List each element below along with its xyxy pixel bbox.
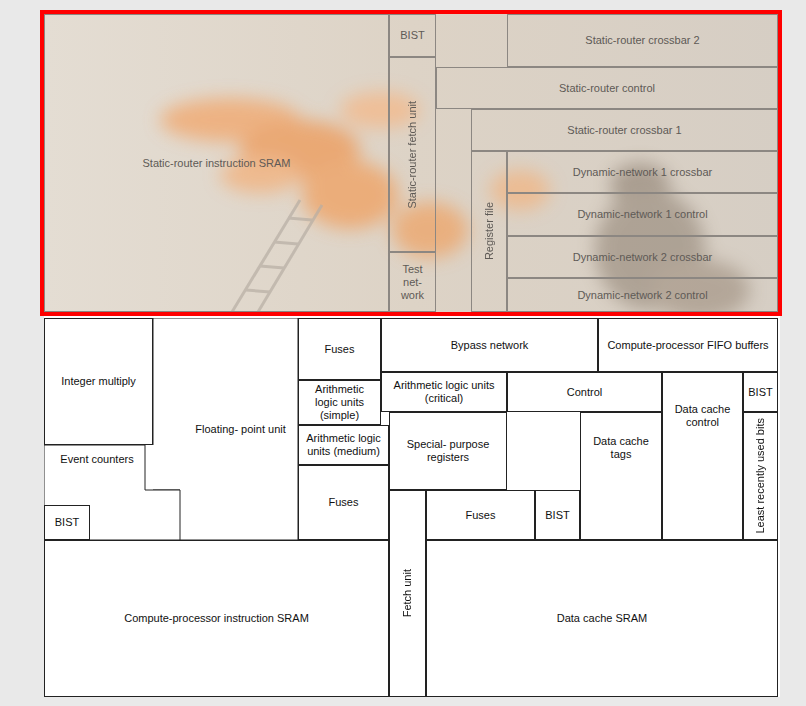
floorplan-block: Special- purpose registers bbox=[389, 412, 507, 490]
floorplan-block: Data cache tags bbox=[580, 412, 662, 540]
floorplan-block: Data cache SRAM bbox=[426, 540, 778, 697]
floorplan-block: Static-router fetch unit bbox=[389, 57, 436, 252]
floorplan-block: Bypass network bbox=[381, 318, 598, 372]
floorplan-block: Arithmetic logic units (critical) bbox=[381, 372, 507, 412]
block-label: Arithmetic logic units (simple) bbox=[300, 383, 379, 422]
block-label: Register file bbox=[483, 199, 496, 263]
block-label: Fetch unit bbox=[401, 566, 414, 620]
floorplan-block: Dynamic-network 2 control bbox=[507, 278, 778, 312]
block-label: Dynamic-network 1 control bbox=[574, 208, 710, 221]
floorplan-block: BIST bbox=[743, 372, 778, 412]
block-label: Static-router crossbar 2 bbox=[582, 34, 702, 47]
floorplan-block: Control bbox=[507, 372, 662, 412]
block-label: Event counters bbox=[57, 453, 136, 466]
floorplan-block: Least recently used bits bbox=[743, 412, 778, 540]
floorplan-block: Static-router instruction SRAM bbox=[44, 14, 389, 312]
block-label: Static-router instruction SRAM bbox=[140, 157, 294, 170]
block-label: Compute-processor instruction SRAM bbox=[121, 612, 312, 625]
floorplan-block: Fuses bbox=[298, 465, 389, 540]
block-label: Dynamic-network 2 control bbox=[574, 289, 710, 302]
block-label: Integer multiply bbox=[58, 375, 139, 388]
block-label: Fuses bbox=[322, 343, 358, 356]
floorplan-block: Static-router control bbox=[436, 67, 778, 109]
block-label: Compute-processor FIFO buffers bbox=[604, 339, 771, 352]
block-label: Special- purpose registers bbox=[391, 438, 505, 464]
floorplan-block: Fuses bbox=[426, 490, 535, 540]
block-label: Data cache tags bbox=[582, 435, 660, 461]
highlight-frame bbox=[42, 12, 780, 314]
floorplan-block: Fuses bbox=[298, 318, 381, 380]
floorplan-block: Static-router crossbar 2 bbox=[507, 14, 778, 67]
block-label: Dynamic-network 2 crossbar bbox=[570, 251, 715, 264]
block-label: Static-router fetch unit bbox=[406, 98, 419, 212]
floorplan-block: Fetch unit bbox=[389, 490, 426, 697]
floorplan-block: Integer multiply bbox=[44, 318, 153, 445]
floorplan-block: BIST bbox=[44, 505, 90, 540]
block-label: Static-router crossbar 1 bbox=[564, 124, 684, 137]
block-label: Fuses bbox=[463, 509, 499, 522]
floorplan-block: Compute-processor FIFO buffers bbox=[598, 318, 778, 372]
block-label: Arithmetic logic units (medium) bbox=[300, 432, 387, 458]
fire-photo bbox=[44, 14, 778, 312]
floorplan-block: Dynamic-network 2 crossbar bbox=[507, 236, 778, 278]
block-label: Fuses bbox=[326, 496, 362, 509]
block-label: Least recently used bits bbox=[754, 415, 767, 537]
block-label: Test net- work bbox=[391, 263, 434, 302]
floorplan-block: Static-router crossbar 1 bbox=[471, 109, 778, 151]
block-label: Data cache SRAM bbox=[554, 612, 650, 625]
floorplan-block: BIST bbox=[535, 490, 580, 540]
block-label: BIST bbox=[52, 516, 82, 529]
floorplan-block: Arithmetic logic units (medium) bbox=[298, 425, 389, 465]
floorplan-block: Arithmetic logic units (simple) bbox=[298, 380, 381, 425]
floorplan-block: Dynamic-network 1 control bbox=[507, 193, 778, 236]
block-label: BIST bbox=[745, 386, 775, 399]
block-label: Arithmetic logic units (critical) bbox=[383, 379, 505, 405]
floorplan-block: Compute-processor instruction SRAM bbox=[44, 540, 389, 697]
floorplan-block: Register file bbox=[471, 151, 507, 312]
block-label: Data cache control bbox=[664, 403, 741, 429]
block-label: BIST bbox=[542, 509, 572, 522]
block-outline bbox=[44, 445, 180, 540]
block-label: Dynamic-network 1 crossbar bbox=[570, 166, 715, 179]
floorplan-block: Test net- work bbox=[389, 252, 436, 312]
floorplan-block: BIST bbox=[389, 14, 436, 57]
diagram-ground bbox=[44, 14, 780, 697]
floorplan-block: Data cache control bbox=[662, 372, 743, 540]
block-label: Bypass network bbox=[448, 339, 532, 352]
block-label: Control bbox=[564, 386, 605, 399]
block-label: Static-router control bbox=[556, 82, 658, 95]
block-label: BIST bbox=[397, 29, 427, 42]
block-label: Floating- point unit bbox=[192, 423, 289, 436]
floorplan-block: Dynamic-network 1 crossbar bbox=[507, 151, 778, 193]
